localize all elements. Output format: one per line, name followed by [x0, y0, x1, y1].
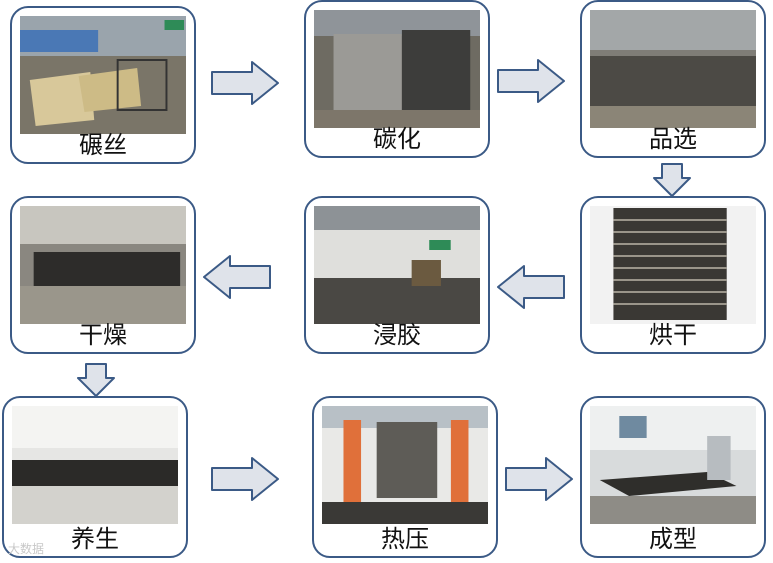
- step-card-4: 干燥: [10, 196, 196, 354]
- step-card-7: 养生: [2, 396, 188, 558]
- arrow-right-icon: [211, 457, 279, 501]
- arrow-left-icon: [203, 255, 271, 299]
- step-photo-5: [314, 206, 480, 324]
- step-label-4: 干燥: [79, 321, 127, 349]
- step-card-5: 浸胶: [304, 196, 490, 354]
- step-card-8: 热压: [312, 396, 498, 558]
- step-photo-1: [20, 16, 186, 134]
- step-photo-2: [314, 10, 480, 128]
- step-label-8: 热压: [381, 525, 429, 553]
- step-label-7: 养生: [71, 525, 119, 553]
- step-photo-6: [590, 206, 756, 324]
- step-label-5: 浸胶: [373, 321, 421, 349]
- arrow-right-icon: [211, 61, 279, 105]
- step-label-6: 烘干: [649, 321, 697, 349]
- watermark: 大数据: [8, 542, 45, 556]
- step-photo-3: [590, 10, 756, 128]
- step-photo-8: [322, 406, 488, 524]
- step-card-2: 碳化: [304, 0, 490, 158]
- step-label-1: 碾丝: [79, 131, 127, 159]
- arrow-left-icon: [497, 265, 565, 309]
- step-label-2: 碳化: [373, 125, 421, 153]
- step-card-1: 碾丝: [10, 6, 196, 164]
- step-photo-4: [20, 206, 186, 324]
- step-label-9: 成型: [649, 525, 697, 553]
- step-photo-7: [12, 406, 178, 524]
- arrow-down-icon: [77, 363, 115, 397]
- arrow-down-icon: [653, 163, 691, 197]
- step-card-9: 成型: [580, 396, 766, 558]
- arrow-right-icon: [505, 457, 573, 501]
- step-photo-9: [590, 406, 756, 524]
- arrow-right-icon: [497, 59, 565, 103]
- step-label-3: 品选: [649, 125, 697, 153]
- step-card-3: 品选: [580, 0, 766, 158]
- step-card-6: 烘干: [580, 196, 766, 354]
